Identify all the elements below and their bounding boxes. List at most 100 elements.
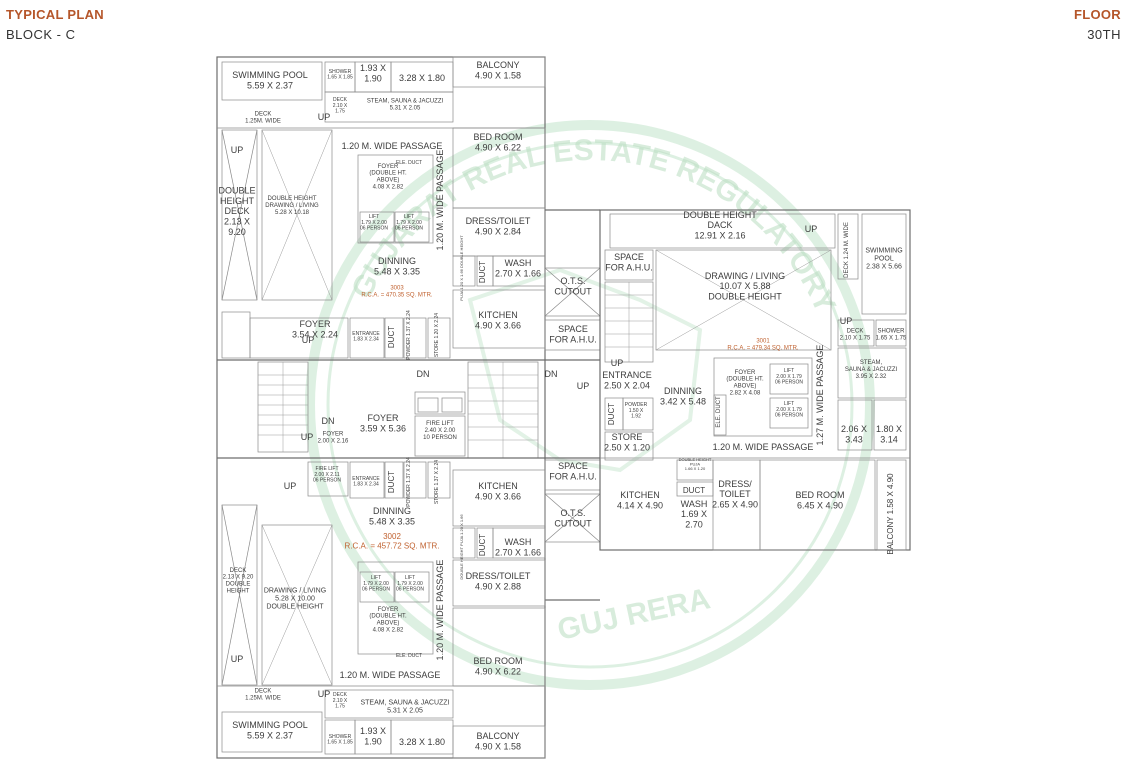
- plan-title: TYPICAL PLAN: [6, 7, 104, 22]
- stair-label-up-5: UP: [301, 432, 314, 442]
- room-label-ots-bottom: O.T.S.CUTOUT: [554, 508, 592, 528]
- stair-label-up-11: UP: [611, 358, 624, 368]
- stair-label-up-1: UP: [231, 145, 244, 155]
- floor-label: FLOOR: [1074, 7, 1121, 22]
- room-label-foyer-3001: FOYER(DOUBLE HT.ABOVE)2.82 X 4.08: [726, 370, 764, 397]
- vertical-label-vdeck-right: DECK 1.24 M. WIDE: [844, 222, 850, 278]
- room-label-eleduct-bottom: ELE. DUCT: [396, 653, 422, 659]
- vertical-label-duct-5: DUCT: [607, 403, 616, 425]
- room-label-pass-bottom: 1.20 M. WIDE PASSAGE: [340, 670, 441, 680]
- vertical-label-puja-bottom: DOUBLE HEIGHT PUJA 1.20 X 1.66: [459, 514, 464, 580]
- vertical-label-eleduct-right: ELE. DUCT: [716, 396, 722, 428]
- stair-label-up-8: UP: [318, 689, 331, 699]
- vertical-label-store-1: STORE 1.20 X 2.24: [434, 313, 440, 357]
- room-label-foyer-3003: FOYER(DOUBLE HT.ABOVE)4.08 X 2.82: [369, 164, 407, 191]
- stair-label-up-7: UP: [231, 654, 244, 664]
- stair-label-up-9: UP: [805, 224, 818, 234]
- vertical-label-vpass-bottom: 1.20 M. WIDE PASSAGE: [435, 560, 445, 661]
- room-label-r328-top: 3.28 X 1.80: [399, 73, 445, 83]
- vertical-label-duct-4: DUCT: [478, 534, 487, 556]
- stair-label-dn-3: DN: [322, 416, 335, 426]
- stair-label-up-3: UP: [302, 335, 315, 345]
- vertical-label-vpass-right: 1.27 M. WIDE PASSAGE: [815, 345, 825, 446]
- room-label-eleduct-top: ELE. DUCT: [396, 160, 422, 166]
- room-label-foyer-3002: FOYER(DOUBLE HT.ABOVE)4.08 X 2.82: [369, 607, 407, 634]
- vertical-labels: 1.20 M. WIDE PASSAGE 1.20 M. WIDE PASSAGE…: [387, 150, 895, 661]
- vertical-label-powder-2: POWDER 1.37 X 2.24: [406, 457, 412, 507]
- vertical-label-puja-top: PUJA 1.20 X 1.66 DOUBLE HEIGHT: [459, 235, 464, 301]
- walls-main-block: [216, 56, 601, 759]
- stair-label-up-2: UP: [318, 112, 331, 122]
- stair-label-up-6: UP: [284, 481, 297, 491]
- vertical-label-duct-3: DUCT: [387, 471, 396, 493]
- stair-label-dn-2: DN: [545, 369, 558, 379]
- duct-right-label: DUCT: [683, 486, 705, 495]
- stair-right-treads: [605, 282, 653, 362]
- stair-label-dn-1: DN: [417, 369, 430, 379]
- vertical-label-vbalcony-right: BALCONY 1.58 X 4.90: [886, 473, 895, 555]
- watermark-text-bottom: GUJ RERA: [555, 582, 714, 647]
- vertical-label-powder-1: POWDER 1.37 X 2.24: [406, 310, 412, 360]
- vertical-label-duct-1: DUCT: [478, 261, 487, 283]
- vertical-label-vpass-top: 1.20 M. WIDE PASSAGE: [435, 150, 445, 251]
- walls-right-wing: [599, 209, 911, 551]
